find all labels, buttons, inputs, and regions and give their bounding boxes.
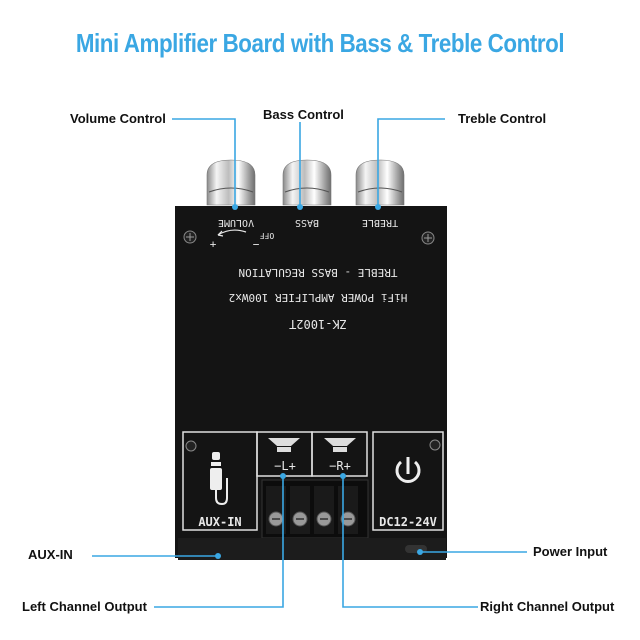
bass-control-callout: Bass Control [263,107,344,122]
speaker-terminal-block [261,479,369,539]
volume-silk-label: VOLUME [218,217,254,228]
treble-knob [355,159,405,206]
volume-control-callout: Volume Control [70,111,166,126]
power-panel [372,431,444,531]
screw-icon [185,440,197,452]
audio-jack-icon [210,452,228,506]
power-silk-label: DC12-24V [379,515,437,529]
right-channel-output-callout: Right Channel Output [480,599,615,614]
volume-arrow-icon [217,229,247,236]
board-bottom-edge [178,538,446,560]
speaker-icon [268,438,300,452]
aux-in-panel [182,431,258,531]
right-speaker-panel [311,431,368,477]
power-input-callout: Power Input [533,544,608,559]
power-icon [395,457,421,483]
screw-icon [429,439,441,451]
bass-silk-label: BASS [295,217,319,228]
treble-callout-line [377,118,445,207]
aux-in-silk-label: AUX-IN [198,515,241,529]
volume-plus-mark: + [209,238,216,251]
volume-callout-line [172,118,236,207]
bass-knob [282,159,332,206]
board-line-3: ZK-1002T [289,317,347,331]
page-title: Mini Amplifier Board with Bass & Treble … [75,28,565,58]
board-line-2: HiFi POWER AMPLIFIER 100Wx2 [229,291,408,304]
speaker-icon [324,438,356,452]
volume-minus-mark: − [252,238,259,251]
volume-knob [206,159,256,206]
left-output-callout-line [154,476,284,608]
right-channel-silk-label: −R+ [329,459,351,473]
board-line-1: TREBLE - BASS REGULATION [239,266,398,279]
treble-control-callout: Treble Control [458,111,547,126]
right-output-callout-line [342,476,478,608]
left-channel-silk-label: −L+ [274,459,296,473]
left-channel-output-callout: Left Channel Output [22,599,147,614]
volume-arrowhead-icon [217,230,224,237]
volume-off-mark: OFF [260,231,275,240]
aux-in-callout: AUX-IN [28,547,73,562]
screw-icon [421,231,435,245]
screw-icon [183,230,197,244]
treble-silk-label: TREBLE [362,217,398,228]
